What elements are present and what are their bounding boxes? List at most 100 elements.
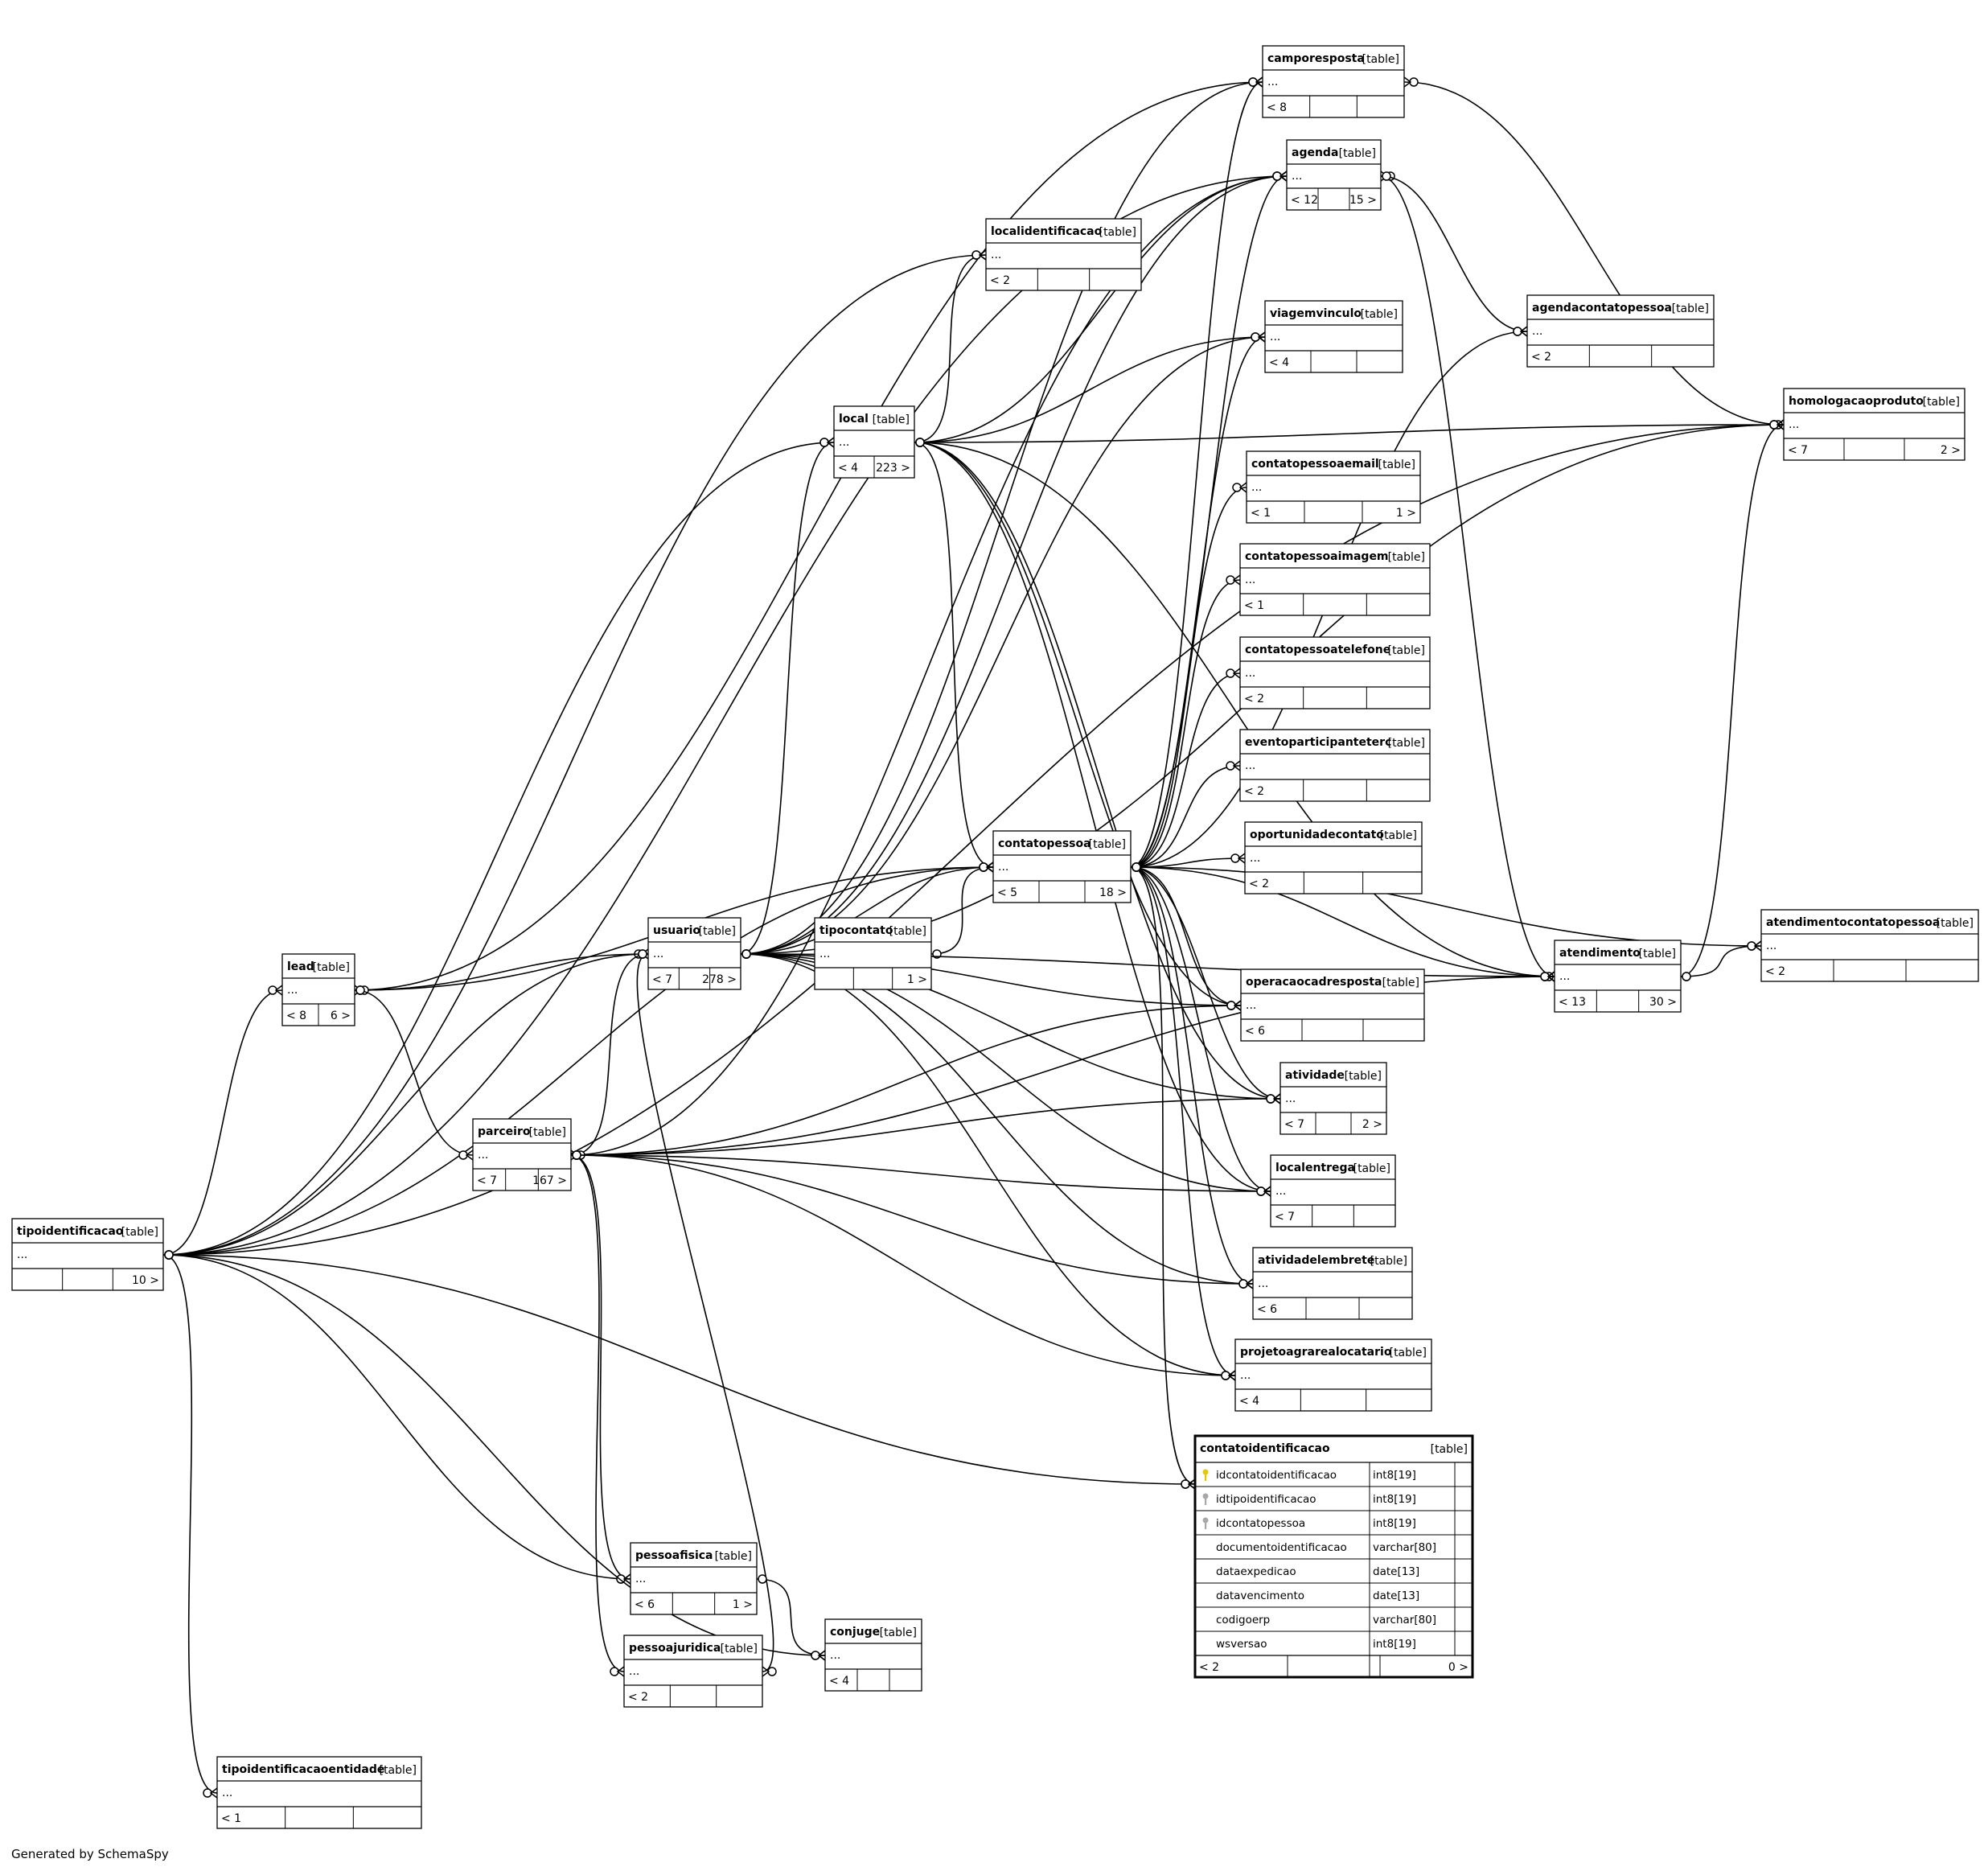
table-contatopessoaimagem[interactable]: contatopessoaimagem[table]...< 1 bbox=[1239, 543, 1431, 616]
child-count-link[interactable]: 1 > bbox=[907, 973, 927, 986]
child-count-link[interactable]: 6 > bbox=[331, 1010, 351, 1022]
optional-marker bbox=[572, 1150, 581, 1160]
table-operacaocadresposta[interactable]: operacaocadresposta[table]...< 6 bbox=[1240, 968, 1425, 1042]
parent-count-link[interactable]: < 4 bbox=[829, 1675, 849, 1688]
child-count-link[interactable]: 223 > bbox=[876, 462, 910, 475]
parent-count-link[interactable]: < 1 bbox=[1251, 507, 1271, 520]
column-name: dataexpedicao bbox=[1216, 1565, 1296, 1578]
table-conjuge[interactable]: conjuge[table]...< 4 bbox=[824, 1618, 922, 1692]
table-atendimentocontatopessoa[interactable]: atendimentocontatopessoa[table]...< 2 bbox=[1760, 909, 1979, 982]
table-eventoparticipanteterc[interactable]: eventoparticipanteterc[table]...< 2 bbox=[1239, 729, 1431, 802]
child-count-link[interactable]: 278 > bbox=[702, 973, 737, 986]
parent-count-link[interactable]: < 13 bbox=[1559, 996, 1586, 1009]
parent-count-link[interactable]: < 8 bbox=[1267, 101, 1287, 114]
table-name: atividade bbox=[1285, 1069, 1345, 1082]
parent-count-link[interactable]: < 6 bbox=[635, 1598, 655, 1611]
relationship-line-contatopessoa-usuario bbox=[740, 866, 994, 955]
child-count-link[interactable]: 1 > bbox=[1396, 507, 1416, 520]
child-count-link[interactable]: 30 > bbox=[1649, 996, 1677, 1009]
table-name: oportunidadecontato bbox=[1250, 829, 1384, 841]
table-type-tag: [table] bbox=[699, 925, 736, 938]
parent-count-link[interactable]: < 2 bbox=[1244, 785, 1264, 798]
table-atividadelembrete[interactable]: atividadelembrete[table]...< 6 bbox=[1252, 1247, 1413, 1320]
child-count-link[interactable]: 15 > bbox=[1349, 194, 1377, 207]
optional-marker bbox=[638, 949, 647, 959]
table-name: camporesposta bbox=[1267, 52, 1365, 65]
relationship-line-atividadelembrete-parceiro bbox=[570, 1154, 1254, 1285]
columns-collapsed: ... bbox=[1240, 1369, 1251, 1382]
child-count-link[interactable]: 18 > bbox=[1099, 886, 1127, 899]
parent-count-link[interactable]: < 4 bbox=[1239, 1395, 1259, 1408]
table-type-tag: [table] bbox=[889, 925, 926, 938]
parent-count-link[interactable]: < 12 bbox=[1291, 194, 1318, 207]
child-count-link[interactable]: 167 > bbox=[532, 1174, 567, 1187]
parent-count-link[interactable]: < 2 bbox=[990, 274, 1010, 287]
table-tipoidentificacao[interactable]: tipoidentificacao[table]...10 > bbox=[11, 1218, 164, 1291]
relationship-line-viagemvinculo-local bbox=[914, 336, 1266, 443]
parent-count-link[interactable]: < 7 bbox=[1284, 1118, 1304, 1131]
crows-foot-marker bbox=[1263, 1186, 1271, 1197]
child-count-link[interactable]: 0 > bbox=[1448, 1661, 1468, 1674]
parent-count-link[interactable]: < 2 bbox=[1199, 1661, 1219, 1674]
table-pessoajuridica[interactable]: pessoajuridica[table]...< 2 bbox=[623, 1635, 763, 1708]
parent-count-link[interactable]: < 7 bbox=[1788, 444, 1808, 457]
parent-count-link[interactable]: < 7 bbox=[477, 1174, 497, 1187]
parent-count-link[interactable]: < 2 bbox=[628, 1691, 648, 1704]
column-type: int8[19] bbox=[1373, 1469, 1416, 1482]
relationship-line-lead-tipoidentificacao bbox=[162, 989, 283, 1256]
column-name: wsversao bbox=[1216, 1638, 1267, 1651]
table-oportunidadecontato[interactable]: oportunidadecontato[table]...< 2 bbox=[1244, 821, 1423, 894]
parent-count-link[interactable]: < 6 bbox=[1257, 1303, 1277, 1316]
parent-count-link[interactable]: < 8 bbox=[286, 1010, 306, 1022]
table-camporesposta[interactable]: camporesposta[table]...< 8 bbox=[1262, 45, 1405, 118]
child-count-link[interactable]: 1 > bbox=[733, 1598, 753, 1611]
child-count-link[interactable]: 10 > bbox=[132, 1274, 159, 1287]
relationship-line-local-usuario bbox=[740, 442, 835, 955]
table-name: viagemvinculo bbox=[1270, 307, 1362, 320]
parent-count-link[interactable]: < 2 bbox=[1244, 693, 1264, 705]
table-viagemvinculo[interactable]: viagemvinculo[table]...< 4 bbox=[1264, 300, 1403, 373]
table-type-tag: [table] bbox=[380, 1764, 417, 1777]
parent-count-link[interactable]: < 2 bbox=[1765, 965, 1785, 978]
parent-count-link[interactable]: < 7 bbox=[1275, 1211, 1295, 1223]
parent-count-link[interactable]: < 2 bbox=[1249, 878, 1269, 890]
parent-count-link[interactable]: < 6 bbox=[1245, 1025, 1265, 1038]
table-contatopessoatelefone[interactable]: contatopessoatelefone[table]...< 2 bbox=[1239, 636, 1431, 709]
table-tipoidentificacaoentidade[interactable]: tipoidentificacaoentidade[table]...< 1 bbox=[216, 1756, 422, 1829]
parent-count-link[interactable]: < 4 bbox=[838, 462, 858, 475]
parent-count-link[interactable]: < 7 bbox=[652, 973, 672, 986]
foreign-key-icon bbox=[1202, 1517, 1209, 1529]
table-projetoagrarealocatario[interactable]: projetoagrarealocatario[table]...< 4 bbox=[1234, 1339, 1432, 1412]
table-localidentificacao[interactable]: localidentificacao[table]...< 2 bbox=[985, 218, 1142, 291]
parent-count-link[interactable]: < 1 bbox=[221, 1812, 241, 1825]
table-agendacontatopessoa[interactable]: agendacontatopessoa[table]...< 2 bbox=[1526, 294, 1715, 368]
child-count-link[interactable]: 2 > bbox=[1362, 1118, 1382, 1131]
parent-count-link[interactable]: < 2 bbox=[1531, 351, 1551, 364]
table-name: homologacaoproduto bbox=[1789, 395, 1924, 408]
parent-count-link[interactable]: < 4 bbox=[1269, 356, 1289, 369]
table-localentrega[interactable]: localentrega[table]...< 7 bbox=[1270, 1154, 1396, 1228]
parent-count-link[interactable]: < 5 bbox=[997, 886, 1017, 899]
crows-foot-marker bbox=[1237, 853, 1246, 864]
parent-count-link[interactable]: < 1 bbox=[1244, 599, 1264, 612]
table-border bbox=[1193, 1434, 1474, 1679]
table-tipocontato[interactable]: tipocontato[table]...1 > bbox=[814, 917, 932, 990]
child-count-link[interactable]: 2 > bbox=[1941, 444, 1961, 457]
optional-marker bbox=[758, 1574, 767, 1584]
relationship-line-contatopessoa-tipoidentificacao bbox=[162, 866, 994, 1256]
table-type-tag: [table] bbox=[1937, 917, 1974, 930]
table-contatoidentificacao[interactable]: contatoidentificacao[table]idcontatoiden… bbox=[1193, 1434, 1474, 1679]
generated-by-footer: Generated by SchemaSpy bbox=[11, 1847, 169, 1861]
